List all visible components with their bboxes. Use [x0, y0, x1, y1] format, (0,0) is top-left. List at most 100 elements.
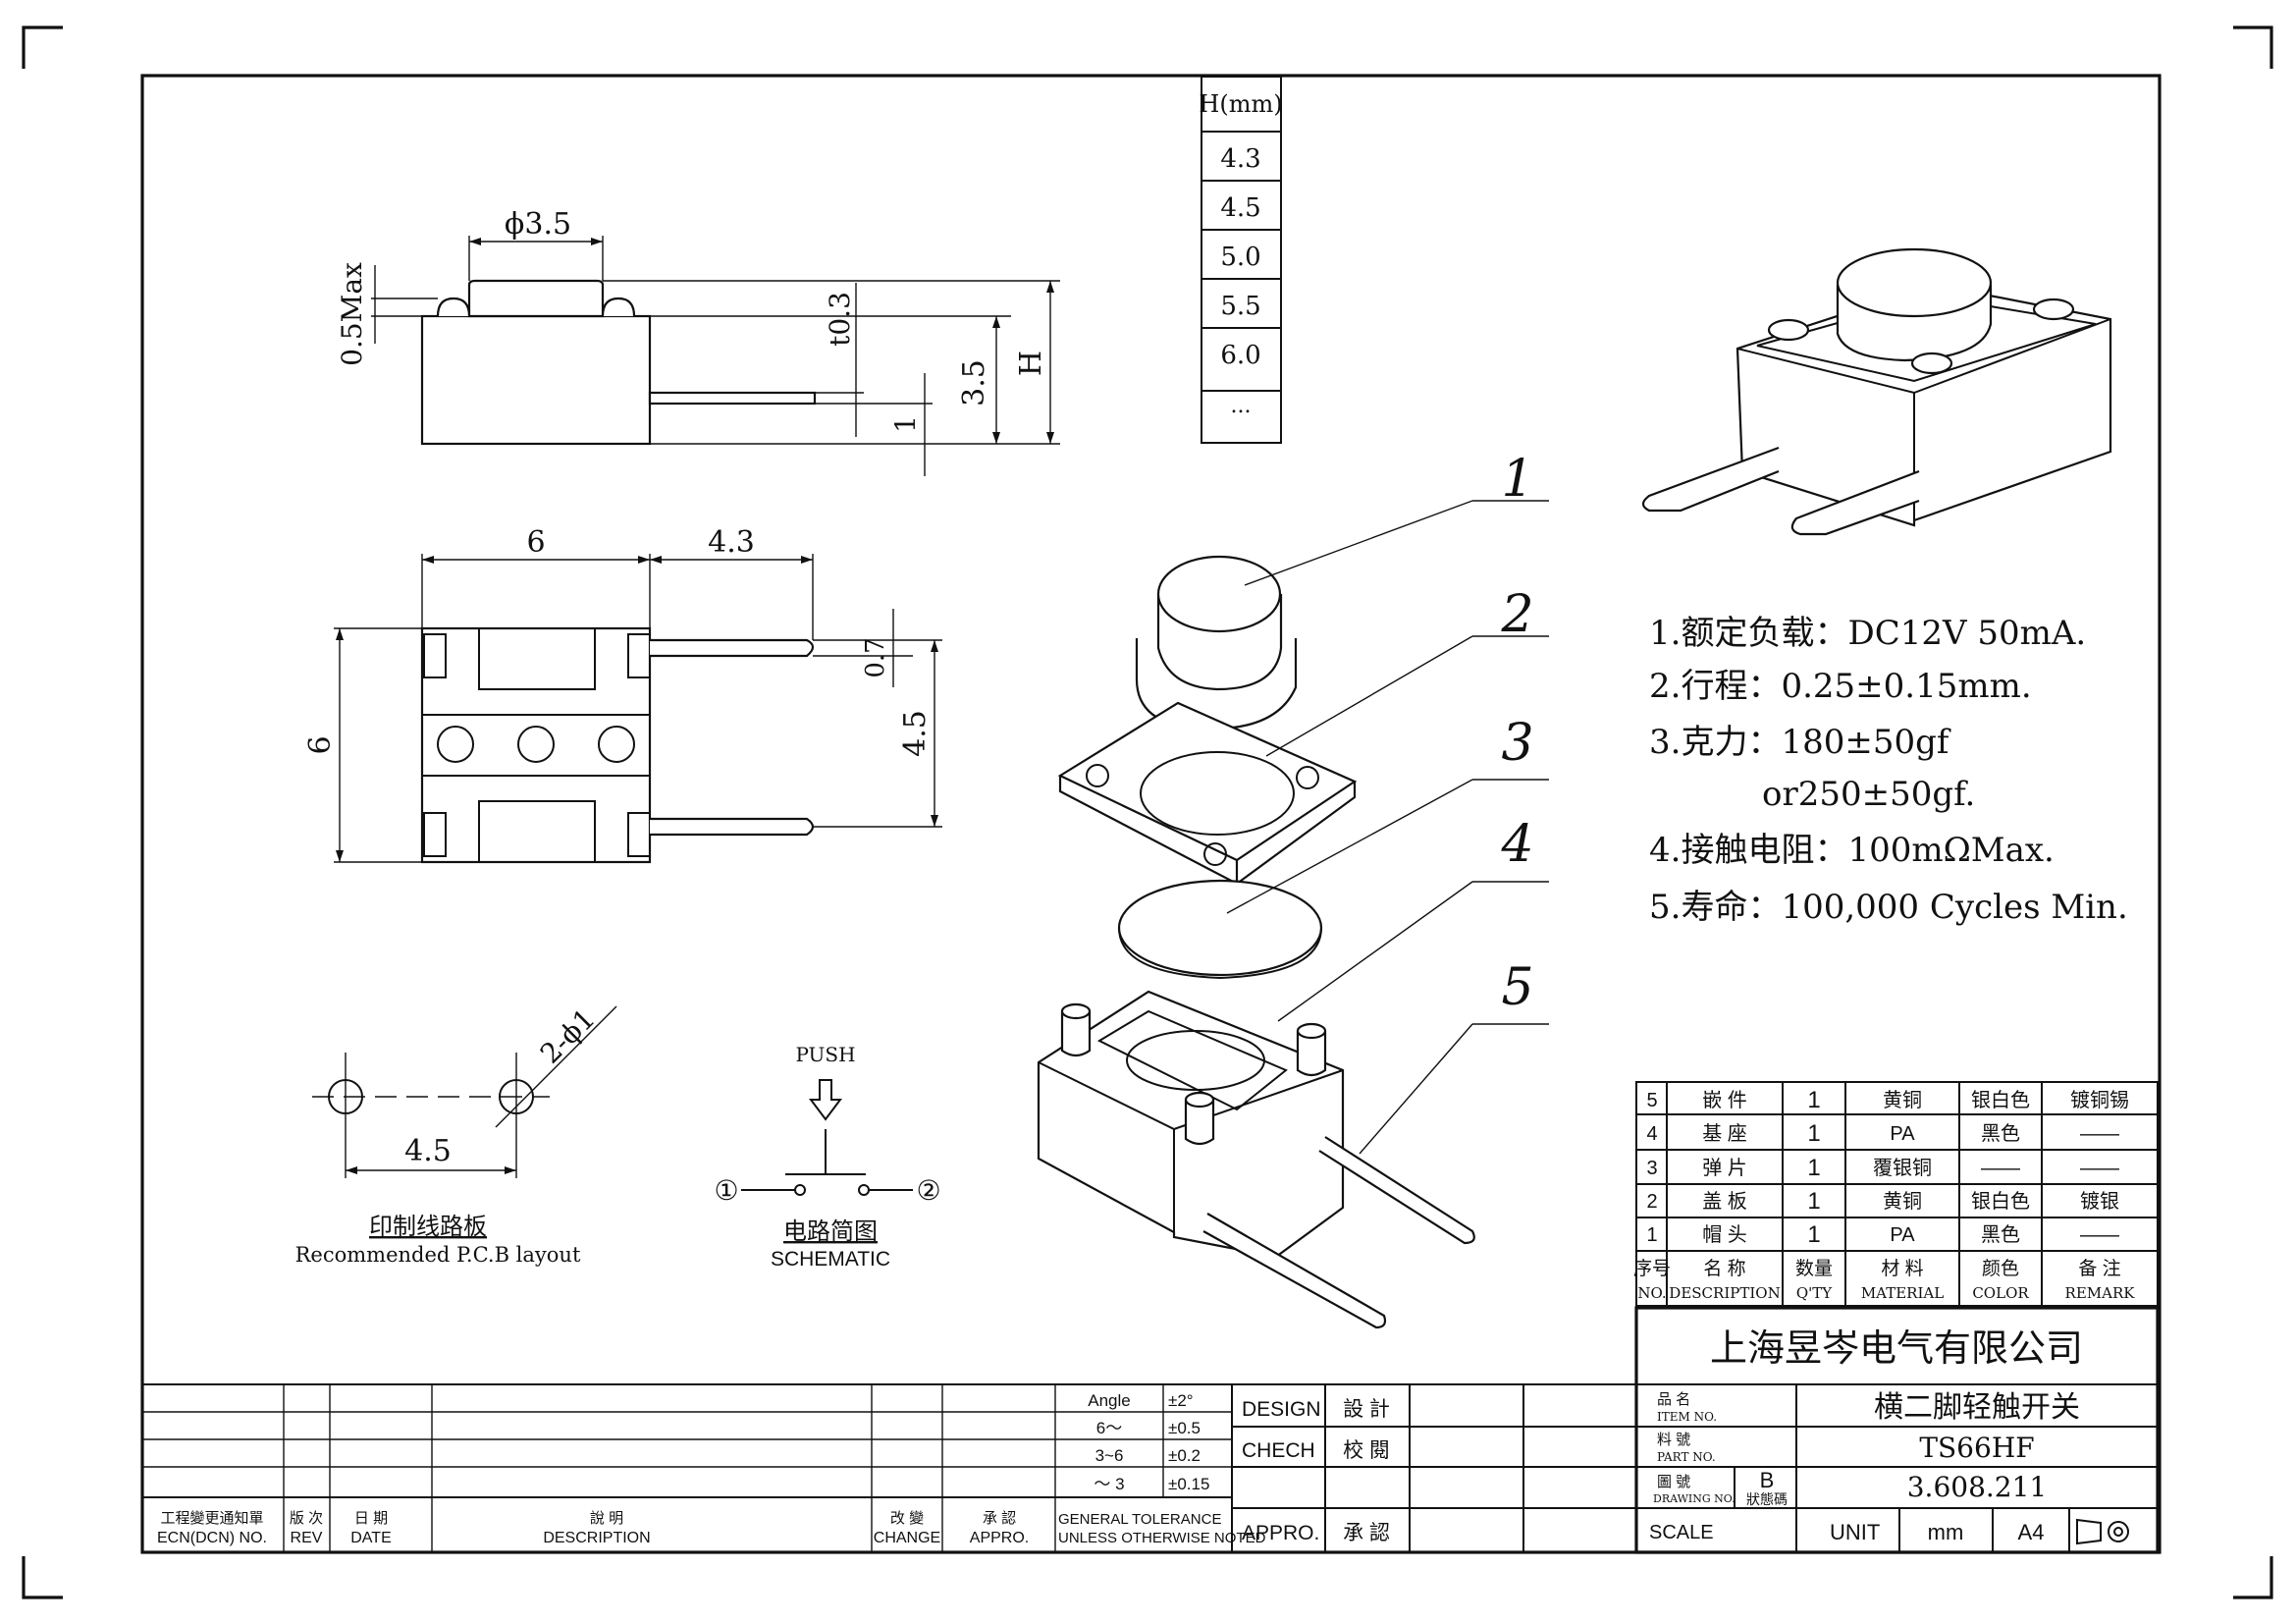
- part-label-en: PART NO.: [1657, 1450, 1716, 1464]
- drawing-label-en: DRAWING NO.: [1653, 1492, 1735, 1505]
- bom-remark: 镀银: [2080, 1190, 2119, 1213]
- bom-header-en: MATERIAL: [1861, 1284, 1944, 1302]
- projection-symbol-icon: [2076, 1518, 2129, 1545]
- schematic-pin-2: ②: [916, 1175, 940, 1206]
- height-value: 4.5: [1220, 193, 1260, 223]
- appro-label-cn: 承 認: [1343, 1522, 1390, 1544]
- item-value: 横二脚轻触开关: [1874, 1391, 2080, 1424]
- bom-name: 基 座: [1702, 1122, 1747, 1145]
- height-table: H(mm) 4.3 4.5 5.0 5.5 6.0 ...: [1199, 76, 1283, 444]
- spec-line: 4.接触电阻：100mΩMax.: [1649, 831, 2055, 870]
- bom-header-en: COLOR: [1972, 1284, 2029, 1302]
- bom-qty: 1: [1807, 1155, 1820, 1181]
- top-view: 6 4.3 6 0.7 4.5: [303, 525, 942, 864]
- tolerance-label: 6～: [1096, 1419, 1122, 1437]
- bom-remark: ——: [2080, 1224, 2119, 1246]
- bom-color: 银白色: [1971, 1089, 2030, 1111]
- spec-line: 1.额定负载：DC12V 50mA.: [1649, 614, 2086, 653]
- dim-0-5-max: 0.5Max: [336, 262, 368, 366]
- revision-block: Angle ±2° 6～ ±0.5 3~6 ±0.2 ～ 3 ±0.15 GEN…: [142, 1383, 1266, 1552]
- dim-diameter: ϕ3.5: [505, 207, 571, 242]
- bom-color: ——: [1981, 1158, 2020, 1179]
- dim-pcb-4-5: 4.5: [404, 1134, 452, 1168]
- approval-block: DESIGN 設 計 CHECH 校 閱 APPRO. 承 認: [1231, 1383, 1637, 1553]
- bom-color: 黑色: [1981, 1223, 2020, 1246]
- side-view: ϕ3.5 0.5Max t0.3 1 3.5 H: [336, 207, 1060, 476]
- callout-5: 5: [1501, 958, 1533, 1017]
- height-value: 5.0: [1220, 243, 1260, 272]
- height-value: 6.0: [1220, 341, 1260, 370]
- exploded-view: 1 2 3 4 5: [1037, 450, 1549, 1329]
- ecn-label-en: ECN(DCN) NO.: [157, 1530, 267, 1546]
- callout-2: 2: [1500, 585, 1533, 644]
- dim-width-6: 6: [526, 525, 545, 560]
- design-label-en: DESIGN: [1242, 1398, 1321, 1421]
- bom-header-en: Q'TY: [1796, 1284, 1833, 1302]
- desc-label-cn: 說 明: [590, 1510, 623, 1527]
- bom-color: 黑色: [1981, 1122, 2020, 1145]
- schematic-title-en: SCHEMATIC: [771, 1248, 890, 1271]
- callout-1: 1: [1501, 450, 1533, 509]
- crop-marks: [22, 26, 2273, 1599]
- dim-holes: 2-ϕ1: [534, 1002, 602, 1070]
- scale-label: SCALE: [1649, 1522, 1714, 1543]
- date-label-en: DATE: [350, 1530, 391, 1546]
- tolerance-label: Angle: [1088, 1391, 1130, 1410]
- bom-name: 嵌 件: [1702, 1089, 1747, 1111]
- rev-value: B: [1760, 1468, 1775, 1492]
- bom-material: 覆银铜: [1873, 1157, 1932, 1179]
- tolerance-label: ～ 3: [1094, 1475, 1124, 1493]
- bom-header-cn: 序号: [1633, 1258, 1671, 1279]
- rev-label-en: REV: [291, 1530, 323, 1546]
- spec-line: 5.寿命：100,000 Cycles Min.: [1649, 888, 2128, 927]
- unit-label: UNIT: [1830, 1520, 1880, 1544]
- bom-name: 帽 头: [1702, 1223, 1747, 1246]
- height-value: 5.5: [1220, 292, 1260, 321]
- bom-name: 盖 板: [1702, 1190, 1747, 1213]
- drawing-value: 3.608.211: [1907, 1471, 2048, 1503]
- bom-header-cn: 颜色: [1982, 1258, 2019, 1279]
- bom-no: 3: [1646, 1158, 1657, 1179]
- callout-4: 4: [1500, 815, 1533, 874]
- dim-h: H: [1014, 351, 1048, 376]
- bom-remark: 镀铜锡: [2070, 1089, 2129, 1111]
- tolerance-value: ±0.5: [1168, 1419, 1201, 1437]
- sheet-size: A4: [2018, 1520, 2045, 1544]
- bom-table: 5 嵌 件 1 黄铜 银白色 镀铜锡 4 基 座 1 PA 黑色 —— 3 弹 …: [1633, 1081, 2159, 1307]
- schematic: PUSH ① ② 电路简图 SCHEMATIC: [714, 1043, 940, 1271]
- title-block: 上海昱岑电气有限公司 品 名 ITEM NO. 横二脚轻触开关 料 號 PART…: [1634, 1306, 2160, 1554]
- bom-material: 黄铜: [1883, 1089, 1922, 1111]
- dim-3-5: 3.5: [957, 359, 991, 406]
- callout-3: 3: [1501, 714, 1533, 773]
- part-label-cn: 料 號: [1657, 1432, 1690, 1448]
- bom-qty: 1: [1807, 1120, 1820, 1147]
- bom-color: 银白色: [1971, 1190, 2030, 1213]
- height-table-header: H(mm): [1199, 90, 1282, 118]
- bom-name: 弹 片: [1702, 1157, 1747, 1179]
- spec-line: or250±50gf.: [1762, 775, 1975, 814]
- ecn-label-cn: 工程變更通知單: [160, 1510, 263, 1527]
- dim-t0-3: t0.3: [824, 292, 856, 347]
- bom-remark: ——: [2080, 1158, 2119, 1179]
- part-value: TS66HF: [1919, 1432, 2034, 1464]
- item-label-en: ITEM NO.: [1657, 1410, 1717, 1424]
- bom-header-cn: 数量: [1795, 1258, 1833, 1279]
- dim-height-6: 6: [303, 735, 338, 754]
- bom-header-cn: 材 料: [1881, 1258, 1923, 1279]
- company-name: 上海昱岑电气有限公司: [1710, 1328, 2083, 1370]
- dim-lead-4-3: 4.3: [708, 525, 755, 560]
- bom-qty: 1: [1807, 1188, 1820, 1215]
- bom-no: 5: [1646, 1090, 1657, 1111]
- schematic-pin-1: ①: [714, 1175, 738, 1206]
- isometric-view: [1641, 247, 2112, 536]
- check-label-en: CHECH: [1242, 1439, 1315, 1462]
- bom-qty: 1: [1807, 1221, 1820, 1248]
- bom-no: 1: [1646, 1224, 1657, 1246]
- item-label-cn: 品 名: [1657, 1391, 1690, 1408]
- bom-header-cn: 名 称: [1703, 1258, 1745, 1279]
- bom-material: PA: [1890, 1224, 1915, 1246]
- desc-label-en: DESCRIPTION: [543, 1530, 650, 1546]
- dim-4-5: 4.5: [898, 710, 933, 757]
- appro-label-en: APPRO.: [1242, 1522, 1319, 1544]
- bom-material: 黄铜: [1883, 1190, 1922, 1213]
